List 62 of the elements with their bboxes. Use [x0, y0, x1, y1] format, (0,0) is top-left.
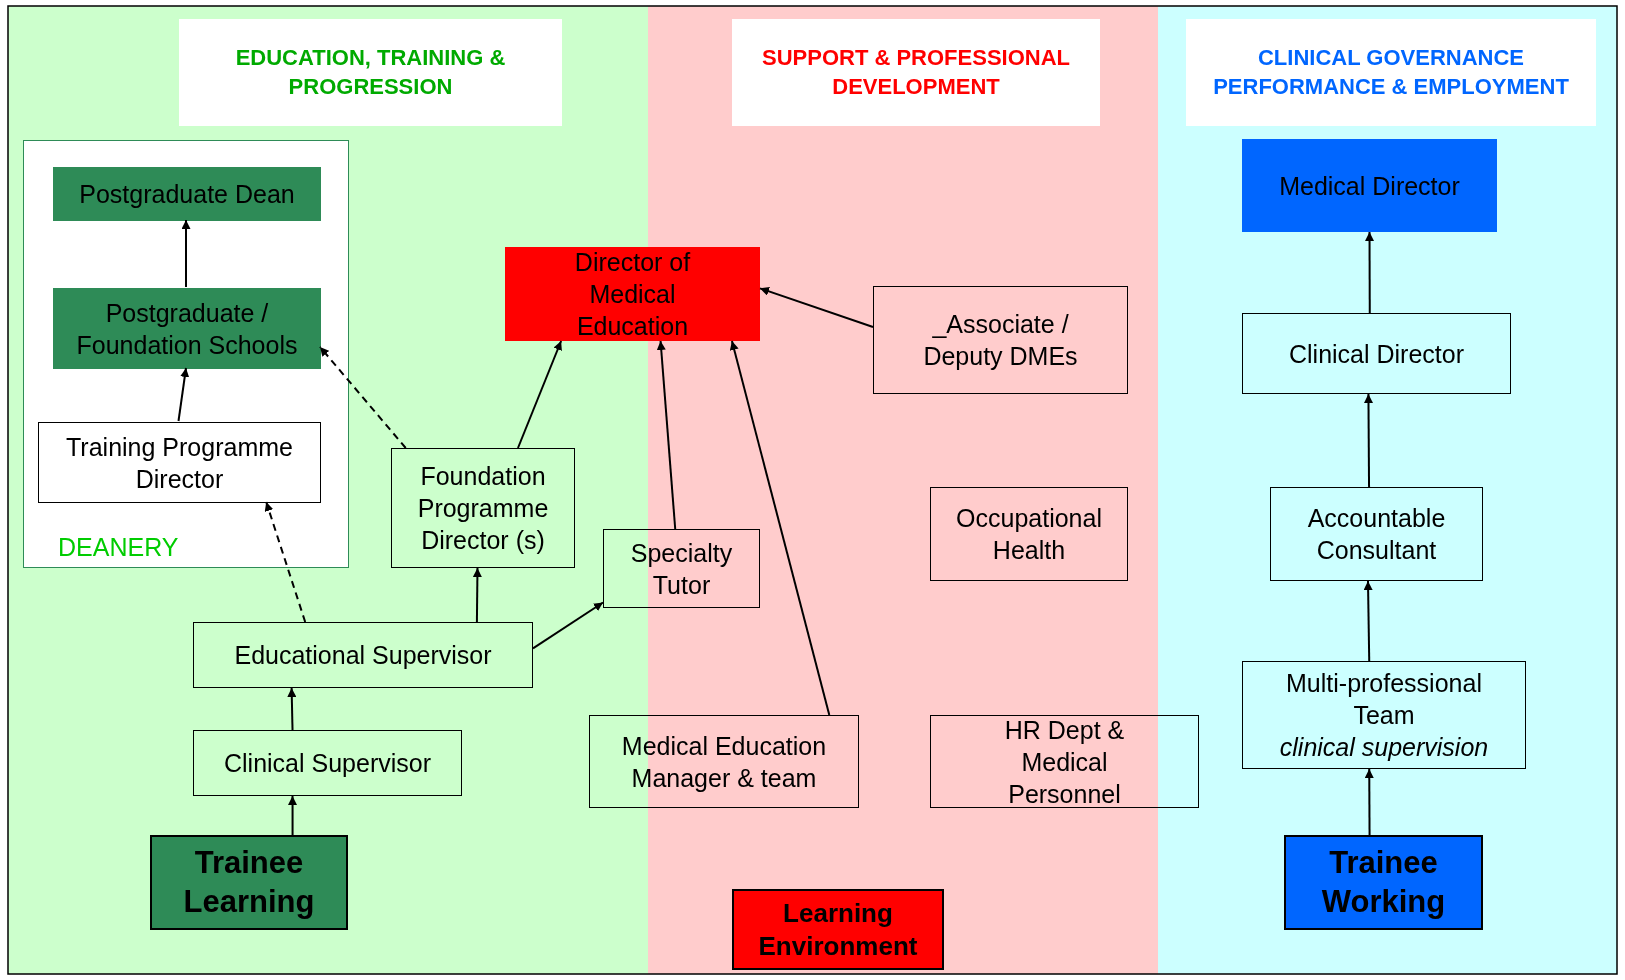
role-box [930, 487, 1128, 581]
role-label: Foundation Programme Director (s) [416, 461, 550, 556]
arrow [287, 687, 297, 731]
column-heading: SUPPORT & PROFESSIONAL DEVELOPMENT [760, 43, 1071, 101]
role-box [53, 167, 321, 221]
role-label: Specialty Tutor [629, 537, 734, 601]
arrow [516, 340, 563, 449]
role-box [505, 247, 760, 341]
role-box [1242, 139, 1497, 232]
environment-box [732, 889, 944, 970]
group-box [23, 140, 349, 568]
arrow [1364, 768, 1374, 836]
column-heading-box [179, 19, 562, 126]
role-label: Learning Environment [757, 897, 919, 962]
column-heading: CLINICAL GOVERNANCE PERFORMANCE & EMPLOYMENT [1212, 43, 1570, 101]
role-box [1242, 313, 1511, 394]
arrow [656, 340, 677, 530]
role-box [1270, 487, 1483, 581]
role-label: Clinical Supervisor [224, 748, 431, 779]
arrow [288, 795, 298, 836]
role-box [193, 622, 533, 688]
trainee-box [1284, 835, 1483, 930]
role-label: Medical Education Manager & team [620, 730, 828, 794]
arrow [177, 367, 190, 422]
role-box [38, 422, 321, 503]
role-box [1242, 661, 1526, 769]
arrow [1365, 231, 1375, 314]
role-box [930, 715, 1199, 808]
role-box [391, 448, 575, 568]
trainee-box [150, 835, 348, 930]
arrow [181, 219, 191, 288]
role-label: Medical Director [1279, 170, 1460, 202]
column-heading-box [732, 19, 1100, 126]
column-heading-box [1186, 19, 1596, 126]
role-label: HR Dept & Medical Personnel [1003, 714, 1126, 810]
role-box [589, 715, 859, 808]
role-label: Clinical Director [1288, 338, 1464, 370]
role-label: Director of Medical Education [573, 247, 692, 342]
arrow [319, 345, 407, 449]
role-label: Educational Supervisor [234, 640, 492, 671]
role-label: Occupational Health [955, 503, 1103, 566]
role-box [873, 286, 1128, 394]
role-note: clinical supervision [1279, 732, 1489, 763]
column-heading: EDUCATION, TRAINING & PROGRESSION [234, 43, 507, 101]
arrow [264, 501, 307, 623]
arrow [472, 567, 482, 623]
arrow [759, 287, 874, 329]
role-label: _Associate / Deputy DMEs [922, 309, 1079, 372]
role-box [603, 529, 760, 608]
role-box [193, 730, 462, 796]
role-label: Accountable Consultant [1306, 503, 1447, 566]
role-box [53, 288, 321, 369]
role-label: Training Programme Director [65, 431, 294, 495]
role-label: Postgraduate / Foundation Schools [75, 297, 299, 361]
arrow [1363, 580, 1373, 662]
arrow [729, 340, 831, 716]
role-label: Trainee Working [1320, 843, 1447, 921]
role-label: Postgraduate Dean [79, 179, 295, 210]
role-label: Trainee Learning [182, 843, 316, 921]
arrow [532, 601, 604, 650]
arrow [1364, 393, 1373, 488]
group-label: DEANERY [58, 532, 179, 563]
